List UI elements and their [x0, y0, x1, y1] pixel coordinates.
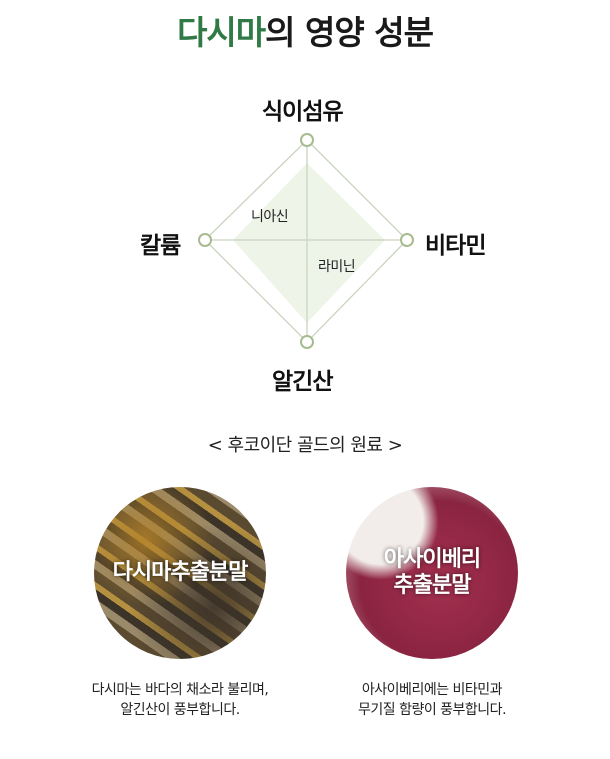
- acai-label-line1: 아사이베리: [383, 546, 481, 572]
- title-rest: 의 영양 성분: [265, 13, 434, 52]
- axis-label-top: 식이섬유: [262, 99, 344, 125]
- inner-fill: [233, 163, 385, 323]
- kelp-desc-line2: 알긴산이 풍부합니다.: [120, 702, 240, 718]
- acai-label-line2: 추출분말: [393, 573, 472, 598]
- acai-desc-line1: 아사이베리에는 비타민과: [361, 682, 503, 698]
- axis-label-right: 비타민: [425, 233, 486, 259]
- title-highlight: 다시마: [177, 13, 266, 52]
- node-left: [198, 233, 212, 247]
- page-title: 다시마의 영양 성분: [0, 6, 610, 54]
- node-bottom: [300, 335, 314, 349]
- kelp-label: 다시마추출분말: [112, 559, 249, 585]
- acai-desc-line2: 무기질 함량이 풍부합니다.: [357, 702, 507, 718]
- kelp-desc-line1: 다시마는 바다의 채소라 불리며,: [91, 682, 269, 698]
- kelp-description: 다시마는 바다의 채소라 불리며, 알긴산이 풍부합니다.: [50, 680, 310, 720]
- kelp-image: 다시마추출분말: [94, 487, 266, 659]
- nutrient-diamond-chart: [198, 133, 414, 349]
- inner-label-laminin: 라미닌: [318, 259, 356, 275]
- inner-label-niacin: 니아신: [251, 209, 289, 225]
- ingredients-heading: < 후코이단 골드의 원료 >: [207, 435, 403, 456]
- axis-label-left: 칼륨: [140, 233, 181, 259]
- axis-label-bottom: 알긴산: [272, 369, 333, 395]
- node-top: [300, 133, 314, 147]
- node-right: [400, 233, 414, 247]
